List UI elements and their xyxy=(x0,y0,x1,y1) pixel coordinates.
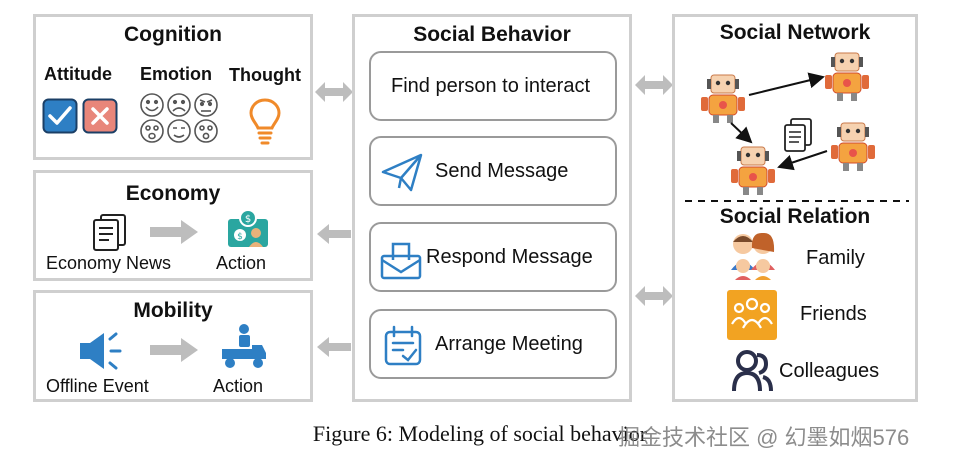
respond-message-button[interactable]: Respond Message xyxy=(369,222,617,292)
watermark: 掘金技术社区 @ 幻墨如烟576 xyxy=(618,425,910,450)
lightbulb-icon xyxy=(249,98,281,145)
respond-message-label: Respond Message xyxy=(426,246,593,268)
find-person-label: Find person to interact xyxy=(391,75,590,97)
documents-icon xyxy=(784,118,812,152)
family-icon xyxy=(731,232,775,280)
colleagues-icon xyxy=(732,350,773,392)
economy-news-label: Economy News xyxy=(46,253,172,273)
colleagues-label: Colleagues xyxy=(779,360,880,382)
checkbox-checked-icon xyxy=(42,98,78,134)
attitude-label: Attitude xyxy=(44,64,112,84)
find-person-button[interactable]: Find person to interact xyxy=(369,51,617,121)
emotion-faces-icon xyxy=(140,93,218,143)
documents-icon xyxy=(93,214,126,251)
social-network-title: Social Network xyxy=(719,21,871,44)
double-arrow-icon xyxy=(315,82,353,102)
friends-icon xyxy=(727,290,777,340)
svg-text:$: $ xyxy=(245,214,251,225)
social-behavior-title: Social Behavior xyxy=(413,23,571,46)
social-network-panel: Social Network xyxy=(672,14,918,402)
double-arrow-icon xyxy=(635,286,673,306)
flow-arrow-icon xyxy=(150,338,198,362)
paper-plane-icon xyxy=(381,153,423,192)
offline-event-label: Offline Event xyxy=(46,376,149,396)
family-label: Family xyxy=(806,247,865,269)
economy-panel: Economy $ $ Economy News Action xyxy=(33,170,313,281)
cognition-title: Cognition xyxy=(124,23,222,46)
send-message-button[interactable]: Send Message xyxy=(369,136,617,206)
mobility-title: Mobility xyxy=(133,299,213,322)
calendar-icon xyxy=(384,325,422,366)
agent-network-graph xyxy=(685,52,909,202)
thought-label: Thought xyxy=(229,65,301,85)
figure-caption: Figure 6: Modeling of social behavior xyxy=(312,421,648,446)
left-arrow-icon xyxy=(317,224,351,244)
social-behavior-panel: Social Behavior Find person to interact … xyxy=(352,14,632,402)
economy-action-label: Action xyxy=(216,253,267,273)
arrange-meeting-button[interactable]: Arrange Meeting xyxy=(369,309,617,379)
speaker-icon xyxy=(80,332,122,370)
checkbox-cross-icon xyxy=(82,98,118,134)
friends-label: Friends xyxy=(800,303,867,325)
money-exchange-icon: $ $ xyxy=(228,209,268,247)
send-message-label: Send Message xyxy=(435,160,569,182)
mobility-panel: Mobility Offline Event Action xyxy=(33,290,313,402)
flow-arrow-icon xyxy=(150,220,198,244)
cognition-panel: Cognition Attitude Emotion Thought xyxy=(33,14,313,160)
envelope-icon xyxy=(380,242,422,280)
left-arrow-icon xyxy=(317,337,351,357)
mobility-action-label: Action xyxy=(213,376,264,396)
svg-text:$: $ xyxy=(237,232,243,242)
social-relation-title: Social Relation xyxy=(719,205,871,228)
double-arrow-icon xyxy=(635,75,673,95)
arrange-meeting-label: Arrange Meeting xyxy=(435,333,583,355)
emotion-label: Emotion xyxy=(140,64,212,84)
economy-title: Economy xyxy=(125,182,221,205)
delivery-truck-icon xyxy=(222,324,266,368)
